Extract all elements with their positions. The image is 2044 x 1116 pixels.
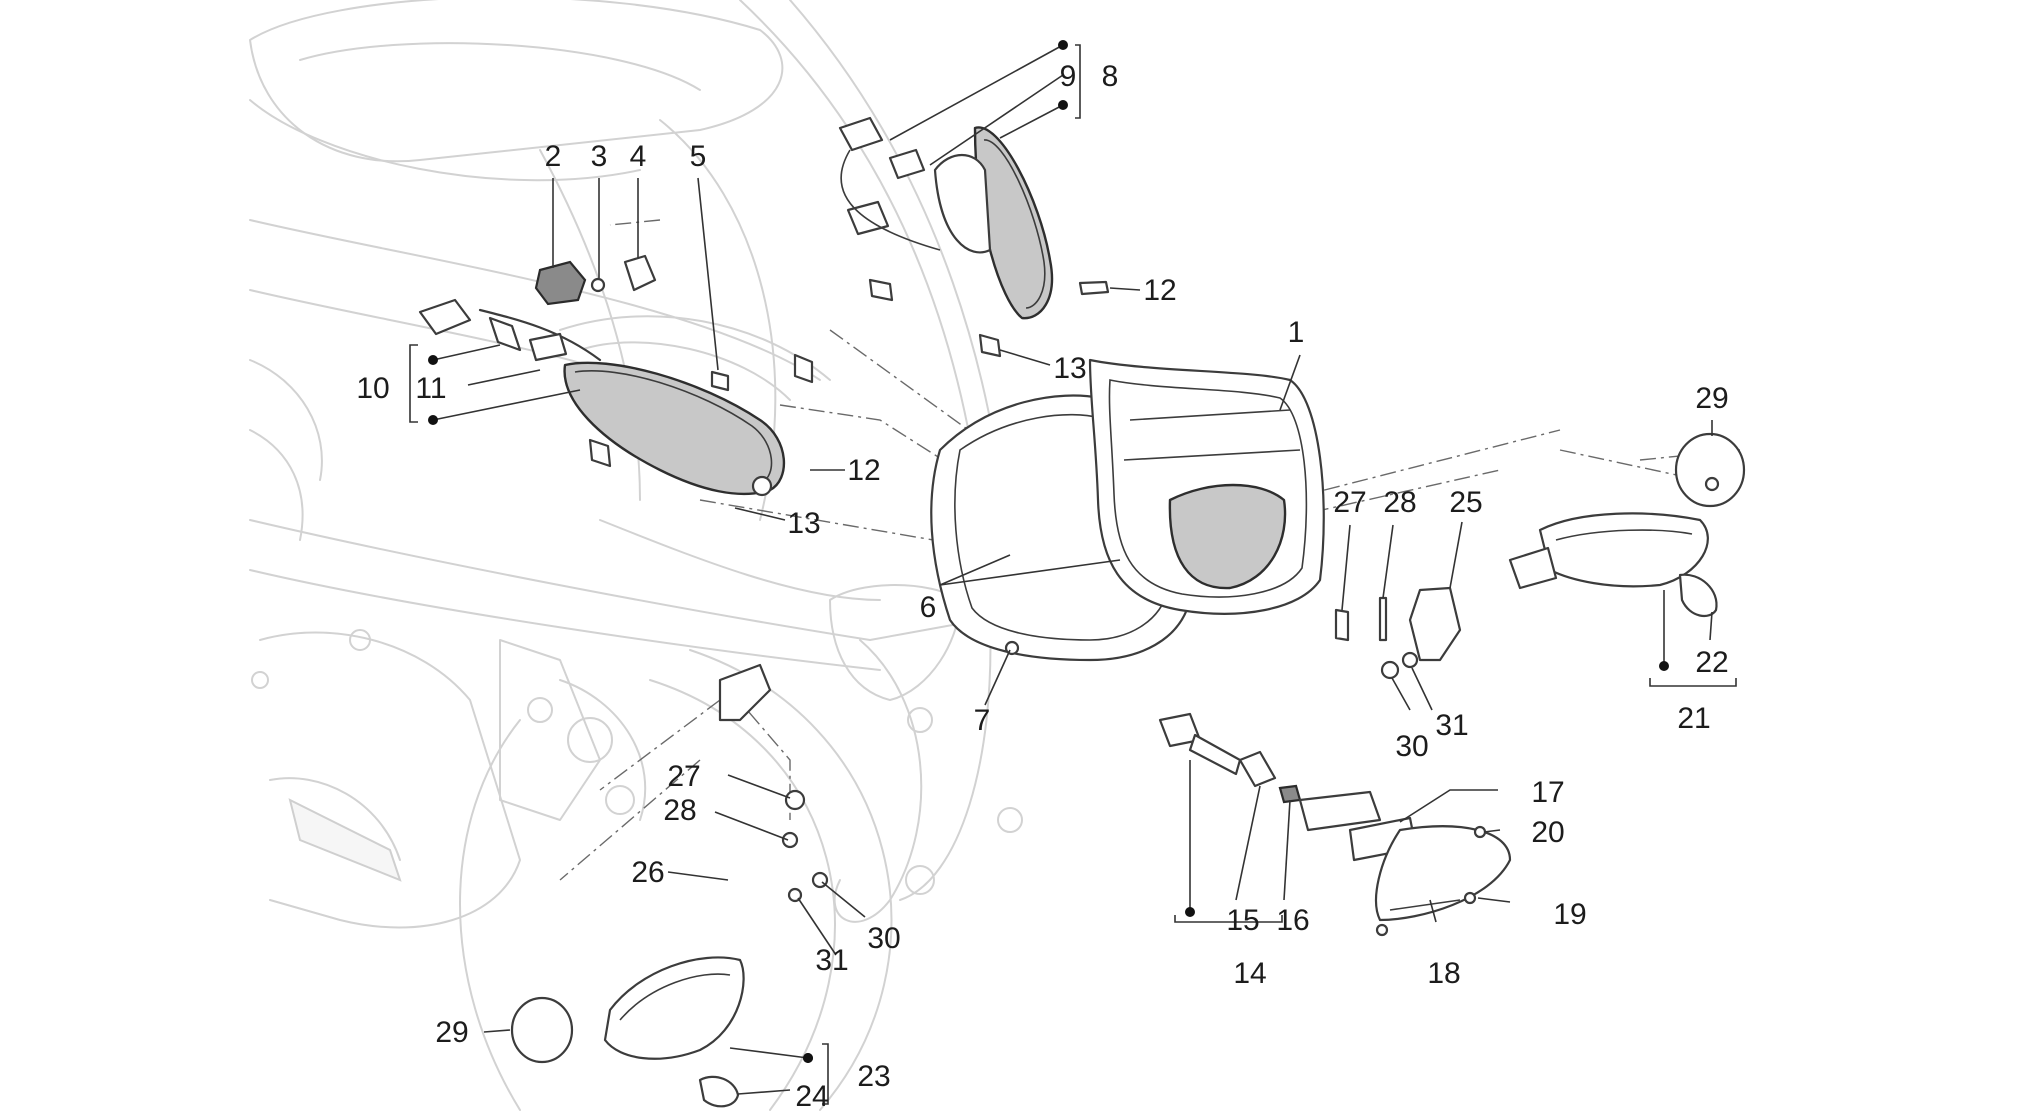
- callout-7: 7: [974, 704, 991, 737]
- callout-27-right: 27: [1333, 486, 1366, 519]
- left-side-light-assembly: [418, 298, 785, 497]
- callout-28-right: 28: [1383, 486, 1416, 519]
- callout-30-left: 30: [867, 922, 900, 955]
- callout-8: 8: [1102, 60, 1119, 93]
- callout-31-left: 31: [815, 944, 848, 977]
- callout-4: 4: [630, 140, 647, 173]
- right-side-light-assembly: [838, 116, 1110, 358]
- callout-14: 14: [1233, 957, 1266, 990]
- callout-10: 10: [356, 372, 389, 405]
- callout-18: 18: [1427, 957, 1460, 990]
- left-turn-signal-group: [510, 663, 829, 1108]
- callout-22: 22: [1695, 646, 1728, 679]
- callout-1: 1: [1288, 316, 1305, 349]
- callout-30-right: 30: [1395, 730, 1428, 763]
- callout-13-right: 13: [1053, 352, 1086, 385]
- callout-11: 11: [415, 372, 446, 405]
- callout-9: 9: [1060, 60, 1077, 93]
- callout-12-left: 12: [847, 454, 880, 487]
- right-turn-signal-group: [1508, 432, 1746, 618]
- scooter-body-outline: [249, 0, 1023, 1111]
- callout-24: 24: [795, 1080, 828, 1113]
- bulb-holder-group: [534, 254, 814, 392]
- license-light-group: [1158, 712, 1512, 937]
- callout-27-left: 27: [667, 760, 700, 793]
- callout-5: 5: [690, 140, 707, 173]
- callout-23: 23: [857, 1060, 890, 1093]
- right-bracket-group: [1334, 586, 1462, 680]
- callout-12-right: 12: [1143, 274, 1176, 307]
- callout-20: 20: [1531, 816, 1564, 849]
- callout-31-right: 31: [1435, 709, 1468, 742]
- callout-17: 17: [1531, 776, 1564, 809]
- leader-dots: [428, 40, 1669, 1063]
- leader-lines: [409, 44, 1737, 1105]
- callout-26: 26: [631, 856, 664, 889]
- callout-13-left: 13: [787, 507, 820, 540]
- callout-21: 21: [1677, 702, 1710, 735]
- callout-29-right: 29: [1695, 382, 1728, 415]
- callout-29-left: 29: [435, 1016, 468, 1049]
- callout-labels: 1 2 3 4 5 6 7 8 9 10 11 12 12 13 13 14 1…: [356, 60, 1728, 1113]
- callout-3: 3: [591, 140, 608, 173]
- callout-19: 19: [1553, 898, 1586, 931]
- callout-2: 2: [545, 140, 562, 173]
- callout-28-left: 28: [663, 794, 696, 827]
- callout-25: 25: [1449, 486, 1482, 519]
- callout-15: 15: [1226, 904, 1259, 937]
- tail-light-housing: [930, 358, 1325, 662]
- callout-6: 6: [920, 591, 937, 624]
- callout-16: 16: [1276, 904, 1309, 937]
